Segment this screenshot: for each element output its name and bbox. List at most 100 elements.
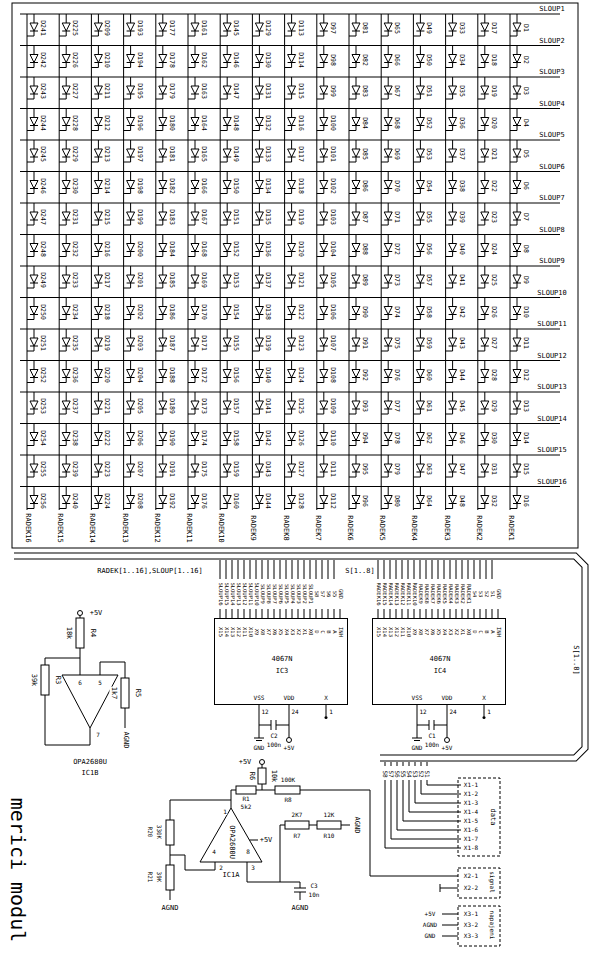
ic-wire [220,560,340,741]
diode-ref: D120 [297,241,304,257]
diode-ref: D50 [426,54,433,66]
connector-pin: X1-2 [464,791,478,797]
signal-name: RADEK4 [447,584,453,604]
diode-ref: D86 [362,180,369,192]
diode-ref: D195 [136,83,143,99]
diode-ref: D128 [297,493,304,509]
pin-label: C1 [428,733,435,739]
column-label: RADEK10 [217,513,224,543]
component-label: R4 [89,629,96,637]
diode-ref: D160 [233,493,240,509]
diode-ref: D237 [72,398,79,414]
diode-ref: D251 [40,335,47,351]
signal-name: RADEK9 [417,584,423,604]
diode-ref: D29 [491,400,498,412]
diode-ref: D5 [523,150,530,158]
row-label: SLOUP2 [539,37,564,44]
diode-ref: D149 [233,146,240,162]
diode-ref: D218 [104,304,111,320]
signal-name: RADEK5 [441,584,447,604]
pin-label: 12 [261,709,268,715]
diode-ref: D112 [330,493,337,509]
pin-name: C [477,630,483,633]
component-label: 5k2 [241,804,252,810]
diode-ref: D234 [72,304,79,320]
supply-terminal [445,738,450,743]
diode-ref: D158 [233,430,240,446]
diode-ref: D148 [233,115,240,131]
diode-ref: D184 [169,241,176,257]
column-label: RADEK11 [185,513,192,543]
diode-ref: D167 [201,209,208,225]
component-label: +5V [239,759,252,766]
pin-label: X [482,695,486,701]
diode-ref: D107 [330,335,337,351]
component-label: AGND [353,817,360,834]
diode-ref: D247 [40,209,47,225]
diode-ref: D83 [362,85,369,97]
diode-ref: D170 [201,304,208,320]
diode-ref: D169 [201,272,208,288]
column-label: RADEK2 [474,515,481,540]
schematic-stroke [76,618,84,648]
component-label: 1 [223,809,227,815]
schematic-stroke [41,665,49,695]
signal-name: SLOUP14 [229,582,235,605]
diode-ref: D84 [362,117,369,129]
diode-ref: D178 [169,52,176,68]
component-label: 18k [65,627,72,640]
diode-ref: D177 [169,20,176,36]
column-label: RADEK13 [120,513,127,543]
signal-name: SLOUP16 [217,582,223,605]
diode-ref: D22 [491,180,498,192]
pin-name: B [325,630,331,633]
diode-ref: D235 [72,335,79,351]
pin-name: X7 [423,629,429,636]
schematic-stroke [458,868,500,898]
signal-name: SLOUP6 [277,584,283,604]
pin-name: D [471,630,477,633]
diode-ref: D49 [426,22,433,34]
diode-ref: D18 [491,54,498,66]
row-label: SLOUP6 [539,163,564,170]
diode-ref: D182 [169,178,176,194]
diode-ref: D227 [72,83,79,99]
diode-ref: D109 [330,398,337,414]
diode-ref: D159 [233,461,240,477]
pin-name: A [489,630,495,633]
component-label: R10 [324,833,335,839]
diode-ref: D20 [491,117,498,129]
diode-ref: D196 [136,115,143,131]
diode-ref: D137 [265,272,272,288]
bus-label: RADEK[1..16],SLOUP[1..16] [97,568,202,575]
diode-ref: D51 [426,85,433,97]
diode-ref: D10 [523,306,530,318]
diode-ref: D125 [297,398,304,414]
pin-name: X11 [399,627,405,637]
diode-ref: D206 [136,430,143,446]
diode-ref: D93 [362,400,369,412]
diode-ref: D77 [394,400,401,412]
diode-ref: D32 [491,495,498,507]
component-label: R8 [284,797,291,803]
diode-ref: D205 [136,398,143,414]
diode-ref: D162 [201,52,208,68]
diode-ref: D175 [201,461,208,477]
diode-ref: D26 [491,306,498,318]
diode-ref: D88 [362,243,369,255]
diode-ref: D207 [136,461,143,477]
pin-label: 24 [291,709,298,715]
component-label: X3-3 [464,933,478,939]
diode-ref: D11 [523,337,530,349]
diode-ref: D152 [233,241,240,257]
pin-label: 24 [449,709,456,715]
component-label: R20 [147,827,153,838]
diode-ref: D6 [523,182,530,190]
pin-name: X0 [465,629,471,636]
diode-ref: D153 [233,272,240,288]
diode-ref: D41 [458,274,465,286]
diode-ref: D124 [297,367,304,383]
diode-ref: D144 [265,493,272,509]
diode-ref: D240 [72,493,79,509]
diode-ref: D221 [104,398,111,414]
